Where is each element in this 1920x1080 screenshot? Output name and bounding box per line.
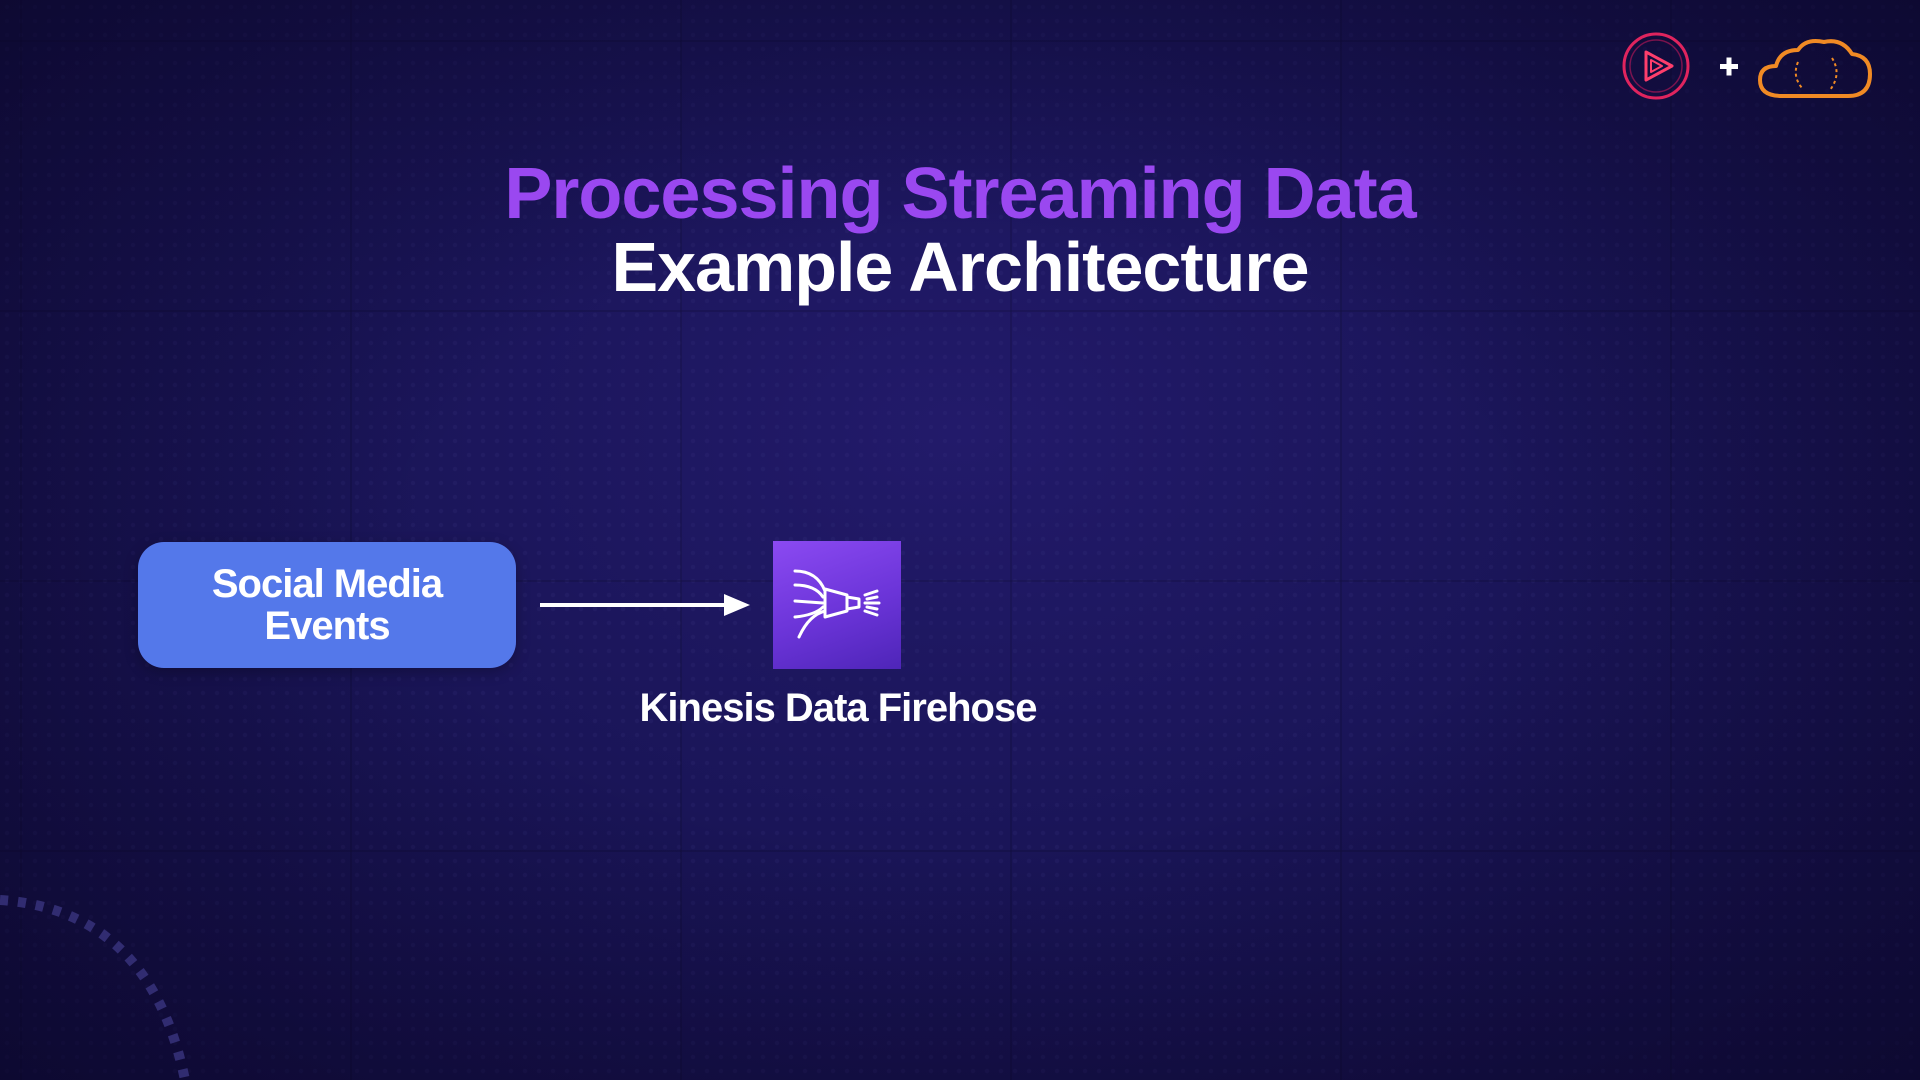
firehose-glyph xyxy=(773,541,901,669)
kinesis-firehose-icon xyxy=(773,541,901,669)
decorative-arc xyxy=(0,880,220,1080)
source-label-line-1: Social Media xyxy=(212,563,442,605)
title-line-1: Processing Streaming Data xyxy=(0,158,1920,230)
cloud-logo-icon xyxy=(1760,41,1870,96)
play-logo-icon xyxy=(1624,34,1688,98)
kinesis-firehose-label: Kinesis Data Firehose xyxy=(560,684,1116,732)
slide-title: Processing Streaming Data Example Archit… xyxy=(0,158,1920,304)
source-label-line-2: Events xyxy=(212,605,442,647)
plus-icon xyxy=(1720,58,1738,76)
social-media-events-box: Social Media Events xyxy=(138,542,516,668)
branding-logos xyxy=(1620,30,1880,108)
title-line-2: Example Architecture xyxy=(0,230,1920,304)
flow-arrow xyxy=(540,590,752,620)
